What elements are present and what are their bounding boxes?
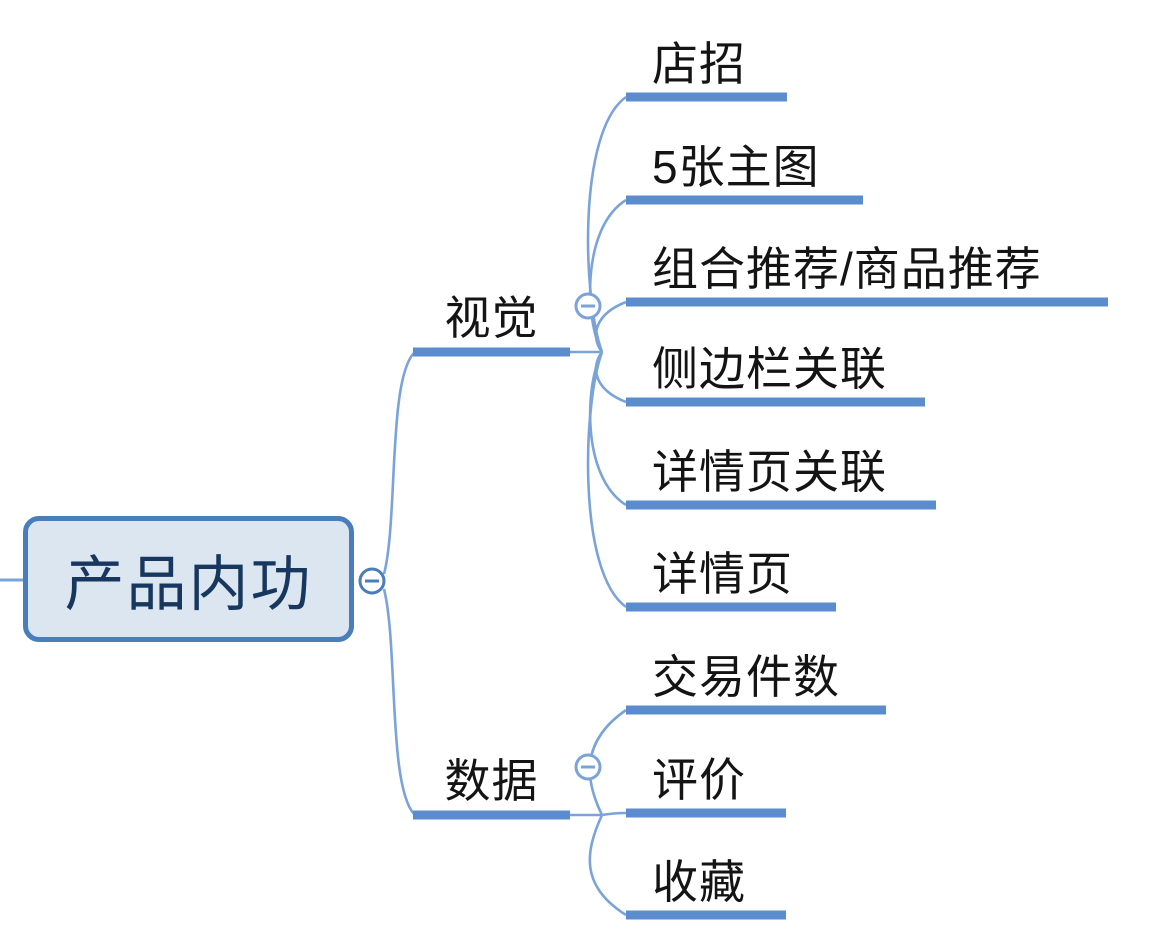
collapse-toggle-data[interactable] xyxy=(574,753,602,781)
child-label-mainimages[interactable]: 5张主图 xyxy=(652,141,820,193)
branch-label-visual[interactable]: 视觉 xyxy=(444,292,539,344)
child-label-reviews[interactable]: 评价 xyxy=(652,754,746,806)
child-label-recommend[interactable]: 组合推荐/商品推荐 xyxy=(652,243,1042,295)
connector-root-to-data xyxy=(382,588,416,815)
connector-data-child-3 xyxy=(588,814,627,917)
child-label-transactions[interactable]: 交易件数 xyxy=(652,651,840,703)
child-label-favorites[interactable]: 收藏 xyxy=(652,856,746,908)
child-label-detailrel[interactable]: 详情页关联 xyxy=(652,446,887,498)
branch-label-data[interactable]: 数据 xyxy=(444,755,539,807)
child-label-detailpage[interactable]: 详情页 xyxy=(652,548,793,600)
root-node[interactable]: 产品内功 xyxy=(23,516,354,642)
child-label-sidebar[interactable]: 侧边栏关联 xyxy=(652,343,887,395)
child-label-shopsign[interactable]: 店招 xyxy=(652,38,746,90)
collapse-toggle-root[interactable] xyxy=(358,567,386,595)
collapse-toggle-visual[interactable] xyxy=(574,292,602,320)
connector-visual-child-6 xyxy=(586,351,627,609)
root-node-label: 产品内功 xyxy=(64,550,313,618)
connector-data-child-2 xyxy=(601,811,627,817)
connector-visual-child-1 xyxy=(586,95,627,353)
connector-root-to-visual xyxy=(382,352,415,575)
connector-visual-child-3 xyxy=(594,300,627,353)
